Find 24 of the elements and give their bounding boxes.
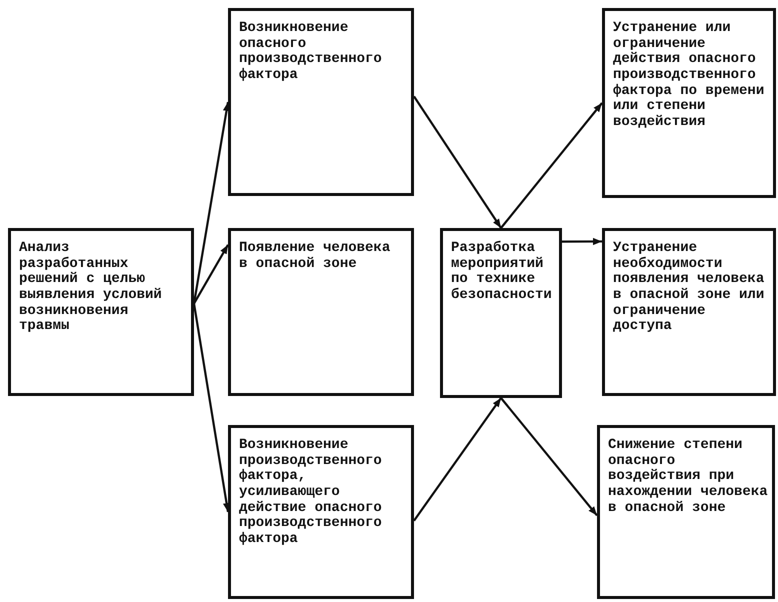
box-text: Возникновение опасного производственного фактора xyxy=(239,21,383,84)
box-text: Устранение или ограничение действия опасного производственного фактора по времени или степени воздействия xyxy=(613,21,766,131)
process-box xyxy=(602,8,776,198)
process-box xyxy=(228,8,414,196)
box-text: Разработка мероприятий по технике безопасности xyxy=(451,241,553,304)
process-box xyxy=(8,228,194,396)
box-text: Анализ разработанных решений с целью выявления условий возникновения травмы xyxy=(19,241,163,336)
process-box xyxy=(597,425,775,599)
arrow xyxy=(192,102,230,304)
box-text: Появление человека в опасной зоне xyxy=(239,241,392,272)
process-box xyxy=(228,425,414,599)
arrow xyxy=(192,303,230,512)
process-box xyxy=(440,228,562,398)
arrow xyxy=(500,397,598,516)
process-box xyxy=(602,228,776,396)
arrow xyxy=(193,244,229,304)
arrow xyxy=(413,96,502,229)
arrow xyxy=(413,397,502,522)
process-box xyxy=(228,228,414,396)
box-text: Возникновение производственного фактора, усиливающего действие опасного производственного фактора xyxy=(239,438,383,548)
box-text: Устранение необходимости появления человека в опасной зоне или ограничение доступа xyxy=(613,241,766,336)
box-text: Снижение степени опасного воздействия при нахождении человека в опасной зоне xyxy=(608,438,768,516)
arrow xyxy=(500,102,603,229)
arrow xyxy=(562,238,602,246)
